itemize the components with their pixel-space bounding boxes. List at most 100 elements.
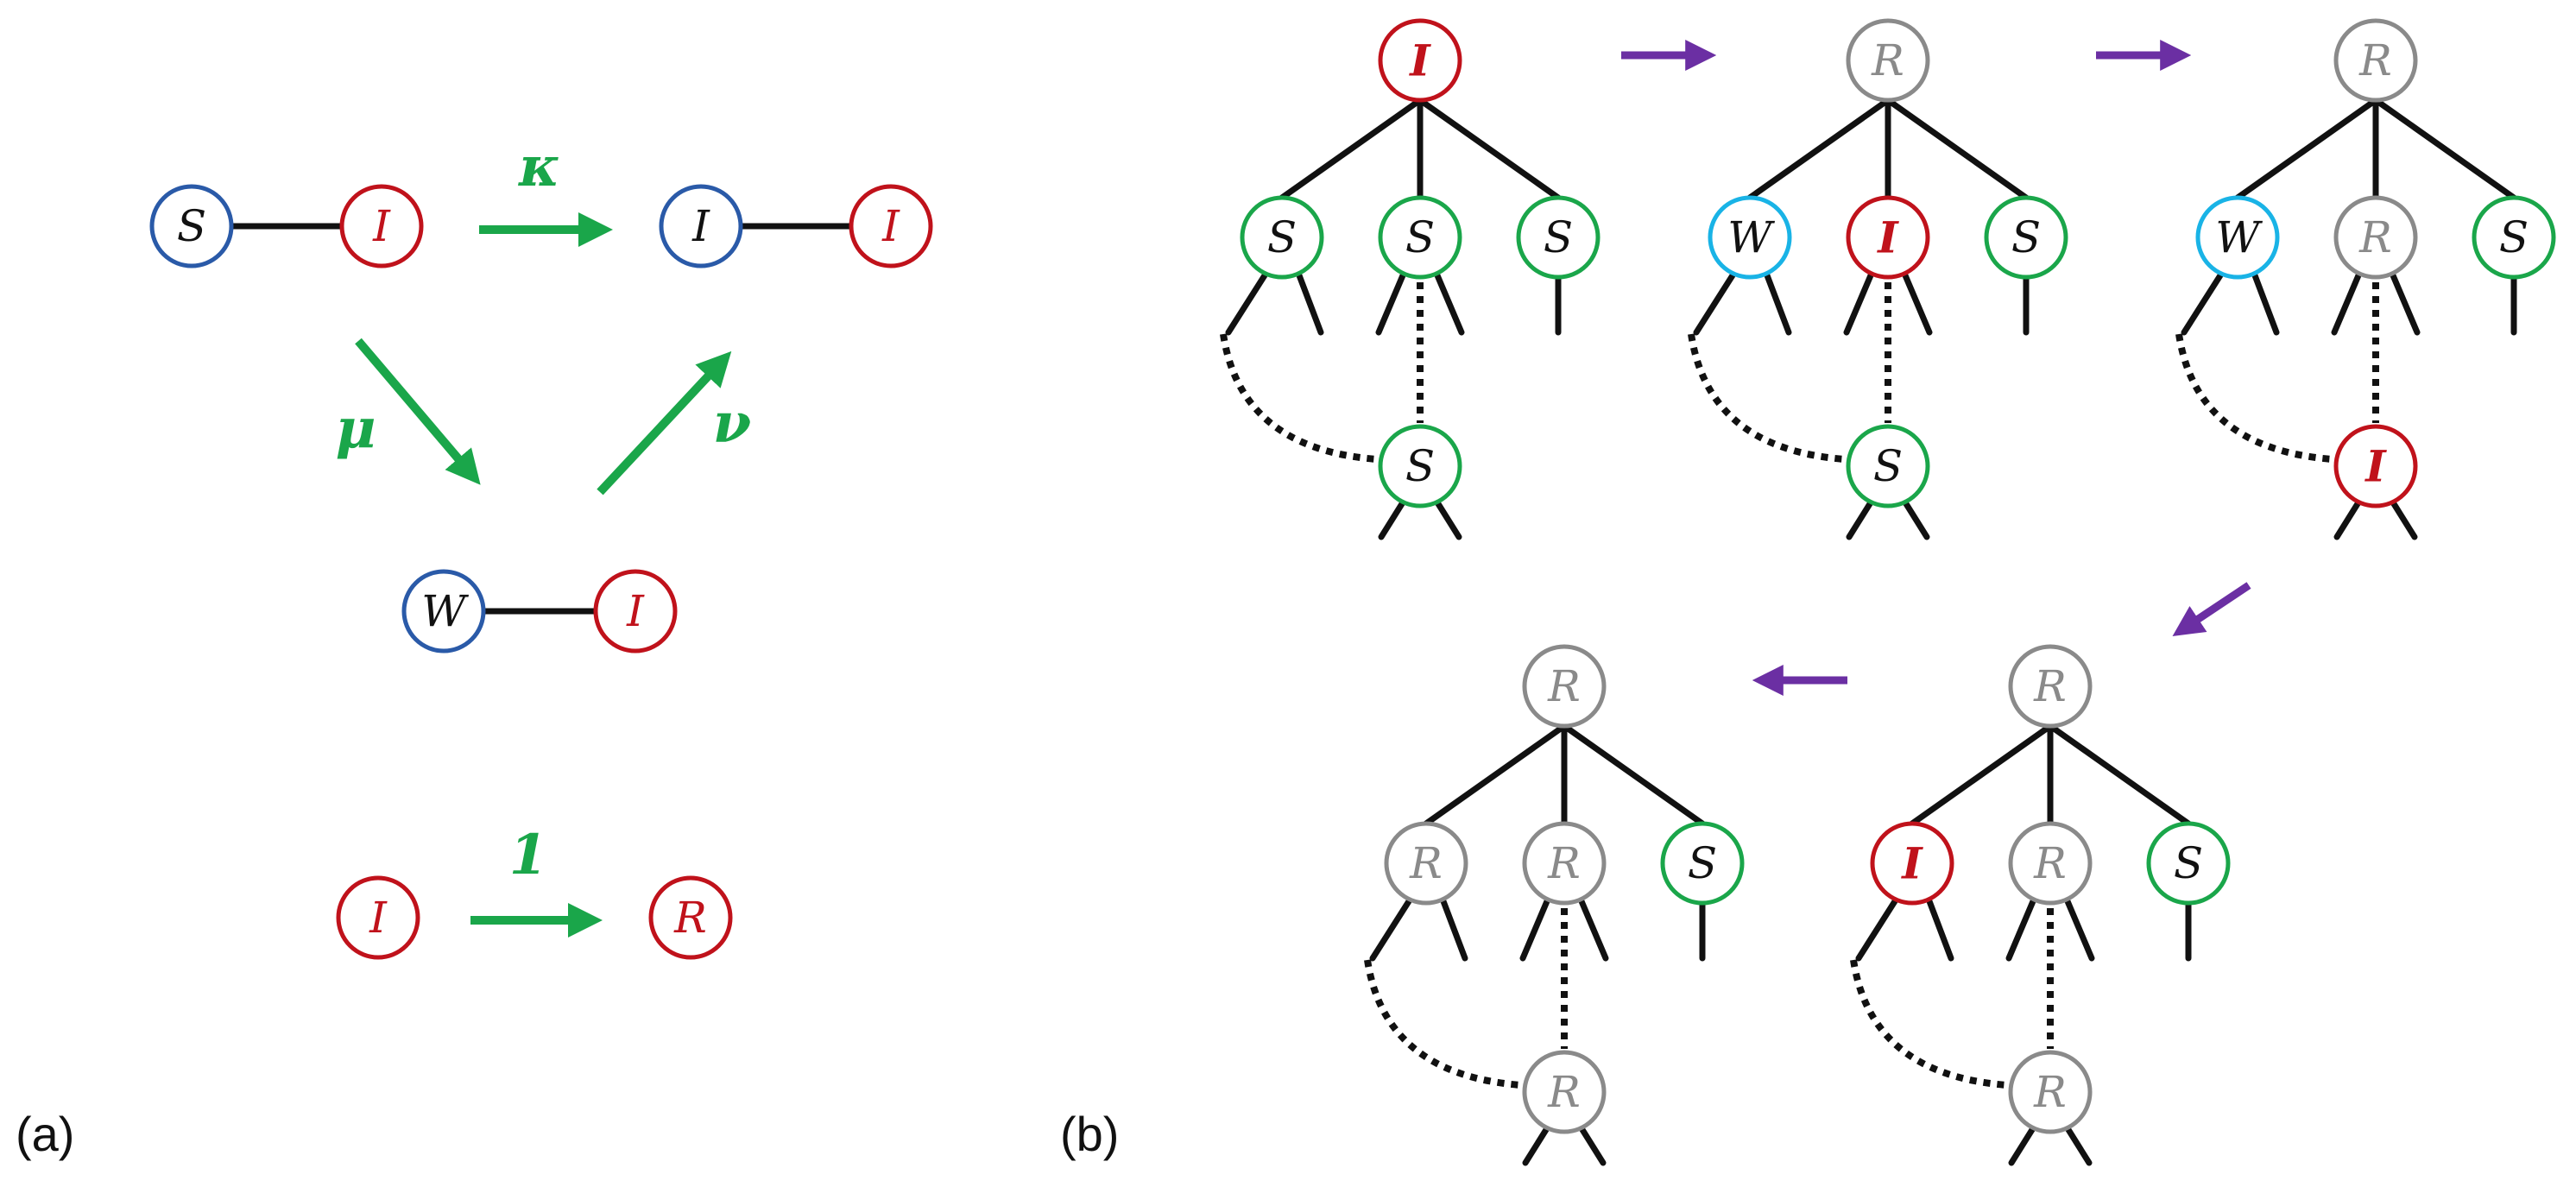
tree-2-root: R [1846,18,1930,103]
tree-4: R I R S R [1850,644,2231,1166]
panel-a-label: (a) [16,1107,74,1161]
pair-si-right-label: I [372,201,391,251]
panel-a: S I κ I I μ ν W I [16,135,933,1161]
panel-b-label: (b) [1060,1107,1119,1161]
tree-3-child-3: S [2472,195,2556,280]
pair-wi-right-label: I [626,586,645,636]
tree-1-root: I [1378,18,1462,103]
tree-3-child-2: R [2333,195,2418,280]
tree-4-stub [2008,1125,2036,1166]
tree-2-stub [1902,499,1930,540]
tree-5-stub [1522,1125,1550,1166]
tree-4-stub [2064,1125,2093,1166]
tree-4-child-3: S [2146,821,2231,906]
rate-kappa-label: κ [518,135,560,199]
tree-5-edge-3 [1561,723,1706,827]
tree-2-child-3: S [1984,195,2068,280]
tree-4-dotted-curve [1850,959,2008,1089]
nu-arrow [597,350,732,496]
tree-3-root: R [2333,18,2418,103]
tree-5-descendant-label: R [1547,1067,1581,1117]
tree-5-root-label: R [1547,661,1581,711]
recovery-from-label: I [369,893,388,943]
tree-2-child-3-label: S [2011,212,2041,262]
tree-2-descendant: S [1846,424,1930,508]
tree-1-descendant: S [1378,424,1462,508]
pair-ii-left-node: I [659,184,743,268]
tree-5-descendant: R [1522,1050,1607,1134]
recovery-from-node: I [336,875,420,960]
tree-2-stub [1843,272,1874,336]
tree-4-child-1-label: I [1900,838,1923,889]
pair-si-right-node: I [339,184,424,268]
tree-3-stub [2331,272,2362,336]
tree-5-child-2-label: R [1547,838,1581,888]
tree-2-child-2: I [1846,195,1930,280]
tree-1-child-3-label: S [1544,212,1573,262]
tree-2-stub [1764,272,1792,336]
tree-4-root-label: R [2033,661,2067,711]
tree-2-stub [1693,272,1736,336]
tree-3-child-1-label: W [2215,212,2263,262]
tree-1-child-3: S [1516,195,1601,280]
tree-2-child-2-label: I [1876,212,1899,263]
tree-3-stub [2181,272,2224,336]
tree-4-stub [1926,898,1954,962]
tree-2-stub [1902,272,1933,336]
tree-1-stub [1434,499,1462,540]
tree-4-descendant: R [2008,1050,2093,1134]
tree-1-child-2-label: S [1405,212,1435,262]
pair-wi-left-label: W [421,586,469,636]
tree-1-stub [1375,272,1406,336]
tree-5-stub [1369,898,1412,962]
tree-5-edge-1 [1423,723,1568,827]
tree-1-child-1-label: S [1267,212,1297,262]
tree-1-descendant-label: S [1405,441,1435,491]
tree-1-stub [1225,272,1268,336]
tree-4-stub [2005,898,2036,962]
tree-4-stub [2064,898,2095,962]
tree-4-child-2: R [2008,821,2093,906]
tree-3-stub [2333,499,2362,540]
tree-5: R R R S R [1364,644,1745,1166]
tree-5-child-1: R [1384,821,1468,906]
tree-4-edge-3 [2047,723,2192,827]
tree-4-child-1: I [1870,821,1954,906]
tree-5-stub [1440,898,1468,962]
tree-1-stub [1378,499,1406,540]
pair-wi-left-node: W [401,569,486,653]
tree-5-child-2: R [1522,821,1607,906]
tree-4-stub [1855,898,1898,962]
tree-5-child-3-label: S [1688,838,1717,888]
pair-ii-right-label: I [881,201,900,251]
tree-3-child-1: W [2195,195,2280,280]
tree-3-child-2-label: R [2358,212,2392,262]
pair-si-left-node: S [149,184,234,268]
tree-2-stub [1846,499,1874,540]
tree-4-child-2-label: R [2033,838,2067,888]
tree-1-edge-1 [1279,97,1424,201]
tree-1-edge-3 [1417,97,1562,201]
tree-1-dotted-curve [1220,333,1378,463]
tree-1-stub [1296,272,1324,336]
tree-3-edge-1 [2234,97,2379,201]
tree-3-stub [2390,499,2418,540]
tree-5-stub [1578,898,1609,962]
tree-2-root-label: R [1871,35,1904,85]
tree-5-root: R [1522,644,1607,729]
tree-2-descendant-label: S [1873,441,1903,491]
rate-mu-label: μ [336,396,376,461]
recovery-to-node: R [648,875,733,960]
tree-3-dotted-curve [2175,333,2333,463]
tree-2-dotted-curve [1688,333,1846,463]
tree-5-child-1-label: R [1409,838,1443,888]
tree-1-child-1: S [1240,195,1324,280]
tree-3-stub [2251,272,2280,336]
recovery-to-label: R [673,893,707,943]
pair-wi-right-node: I [593,569,678,653]
